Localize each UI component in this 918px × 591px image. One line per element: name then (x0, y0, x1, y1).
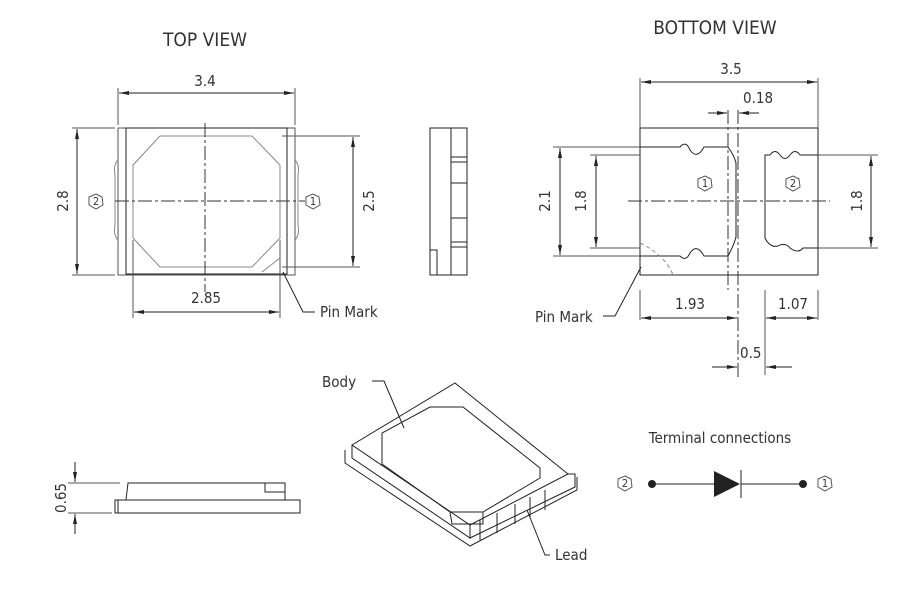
center-lines (628, 110, 830, 380)
package-body (125, 127, 288, 275)
center-lines (115, 123, 305, 292)
lead-label: Lead (555, 546, 587, 564)
terminal-connections: Terminal connections 2 1 (617, 429, 833, 498)
terminal-pin-1: 1 (822, 477, 828, 490)
pad-1-label: 1 (702, 177, 708, 190)
dim-1-93: 1.93 (675, 295, 705, 313)
body-label: Body (322, 373, 356, 391)
bottom-view: BOTTOM VIEW 3.5 0.18 2.1 1.8 1.8 1.93 1.… (535, 17, 878, 380)
dim-width: 3.4 (194, 72, 215, 90)
dim-lens-height: 2.5 (360, 190, 378, 211)
bottom-pin-mark-label: Pin Mark (535, 308, 593, 326)
dim-height: 2.8 (54, 190, 72, 211)
package-body (344, 382, 578, 547)
dim-gap-small: 0.18 (743, 89, 773, 107)
top-pin-mark-label: Pin Mark (320, 303, 378, 321)
pin-1-marker (305, 193, 321, 210)
pin-2-label: 2 (93, 195, 99, 208)
pin-1-label: 1 (310, 195, 316, 208)
dim-1-07: 1.07 (778, 295, 808, 313)
lens (381, 406, 541, 513)
dim-width: 3.5 (720, 60, 741, 78)
dim-1-8-left: 1.8 (572, 190, 590, 211)
pin-mark-leader (282, 271, 315, 313)
bottom-view-title: BOTTOM VIEW (653, 17, 777, 39)
terminal-title: Terminal connections (648, 429, 791, 447)
pad-2-label: 2 (790, 177, 796, 190)
side-view (429, 127, 468, 276)
lens-octagon (132, 135, 281, 268)
isometric-view: Body Lead (322, 373, 587, 564)
pin-2-marker (88, 193, 104, 210)
terminal-dot-1 (799, 480, 807, 488)
terminal-pin-2: 2 (622, 477, 628, 490)
diode-symbol (714, 471, 740, 497)
dim-lens-width: 2.85 (191, 289, 221, 307)
dim-thickness: 0.65 (52, 483, 70, 513)
top-view-title: TOP VIEW (162, 29, 247, 51)
dim-1-8-right: 1.8 (848, 190, 866, 211)
dim-0-5: 0.5 (740, 344, 761, 362)
pad-2 (764, 151, 818, 252)
top-view: TOP VIEW 3.4 2.8 2.5 2.85 2 1 Pin Mark (54, 29, 378, 321)
dim-2-1: 2.1 (536, 190, 554, 211)
lead-tabs (113, 159, 300, 241)
side-elevation: 0.65 (52, 462, 301, 534)
pad-1 (640, 143, 737, 259)
